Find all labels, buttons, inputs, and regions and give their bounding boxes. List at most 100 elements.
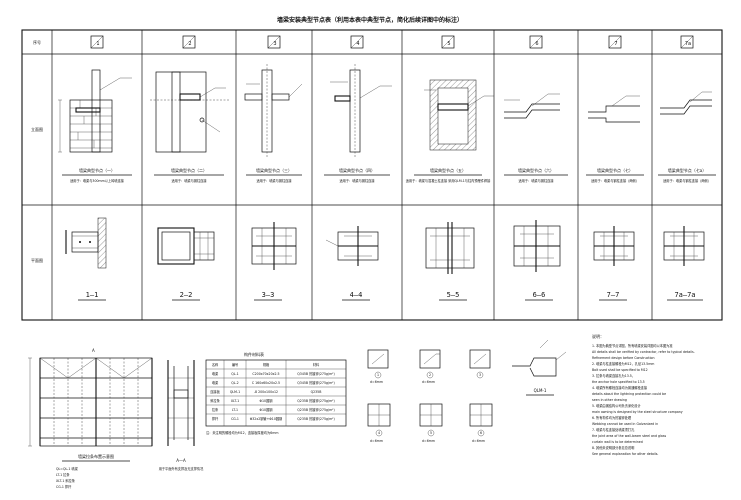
- column-number: 7: [614, 41, 617, 47]
- node-title: 墙梁典型节点（四）: [339, 167, 375, 173]
- layout-title: 墙梁拉条布置示意图: [78, 453, 114, 459]
- column-header-6: 6: [529, 35, 543, 49]
- header-cell: 编号: [232, 362, 238, 367]
- node-title: 墙梁典型节点（三）: [256, 167, 292, 173]
- label-a: A: [92, 348, 95, 353]
- cell: 拉条: [212, 407, 219, 412]
- elevation-node-4: [330, 64, 392, 158]
- cell: 撑杆: [212, 416, 219, 421]
- cell: XLT-1: [231, 399, 239, 403]
- column-number: 1: [96, 41, 99, 47]
- note-line: 6. 所有构件均为热镀锌处理: [592, 415, 632, 420]
- elevation-node-1: [58, 69, 132, 153]
- detail-dim: d=6mm: [422, 380, 435, 384]
- node-note: 适用于：墙梁与300mm以上砖墙连接: [70, 178, 125, 183]
- cell: C 160x60x20x2.5: [252, 381, 280, 385]
- node-note: 适用于：墙梁与钢柱连接: [171, 178, 207, 183]
- elevation-node-7: [588, 95, 640, 123]
- column-header-1: 1: [90, 35, 104, 49]
- column-number: 5: [447, 41, 450, 47]
- section-aa-caption: 用于平面外有支撑及无支撑情况: [159, 466, 204, 471]
- cell: Q345B 热镀锌(275g/m²): [297, 380, 334, 385]
- sheet-title: 墙梁安装典型节点表（利用本表中典型节点，简化后续详图中的标注）: [277, 16, 463, 24]
- node-title: 墙梁典型节点（二）: [171, 167, 207, 173]
- cell: QL-1: [231, 372, 238, 376]
- note-line: 7. 墙梁与柱连接处墙梁须打孔: [592, 427, 635, 432]
- cell: QLM-1: [230, 390, 240, 394]
- column-header-5: 5: [441, 35, 455, 49]
- elevation-captions: 墙梁典型节点（一） 适用于：墙梁与300mm以上砖墙连接 墙梁典型节点（二） 适…: [62, 167, 716, 183]
- detail-dim: d=6mm: [370, 380, 383, 384]
- small-details: 1 d=6mm 2 d=6mm 3 4 d=6mm 5: [367, 339, 567, 443]
- note-line: See general explanation for other detail…: [592, 452, 658, 456]
- section-label: 3—3: [262, 291, 275, 299]
- note-line: Bolt used shall be specified to M12: [592, 368, 648, 372]
- section-aa: A—A 用于平面外有支撑及无支撑情况: [159, 360, 204, 471]
- section-label: 7a—7a: [674, 291, 695, 299]
- member-table: 构件材料表 名称 编号 规格 材料 墙梁 QL-1 C200x70x20x2.5…: [205, 351, 347, 435]
- note-line: 3. 拉条与墙梁连接孔为13.5，: [592, 373, 635, 378]
- note-line: main awning is designed by the steel str…: [592, 410, 683, 414]
- detail-qlm: QLM-1: [512, 339, 567, 396]
- section-label: 4—4: [350, 291, 363, 299]
- member-table-title: 构件材料表: [244, 351, 264, 357]
- cell: -8 200x100x12: [254, 390, 278, 394]
- detail-6: 6 d=6mm: [469, 403, 493, 443]
- node-note: 适用于：墙梁与钢柱连接: [256, 178, 292, 183]
- column-header-7: 7: [608, 35, 622, 49]
- node-title: 墙梁典型节点（七a）: [668, 167, 706, 173]
- column-header-2: 2: [182, 35, 196, 49]
- section-label: 1—1: [86, 291, 99, 299]
- column-number: 3: [273, 41, 276, 47]
- detail-dim: d=6mm: [422, 439, 435, 443]
- layout-note: LT-1 拉条: [56, 472, 70, 477]
- layout-note: QL=QL-1 墙梁: [56, 466, 79, 471]
- detail-number: 6: [480, 431, 482, 435]
- elevation-node-6: [504, 93, 560, 119]
- detail-5: 5 d=6mm: [419, 403, 443, 443]
- note-line: curtain wall is to be determined: [592, 440, 643, 444]
- note-line: 4. 墙梁所有螺栓连接均为普通螺栓连接: [592, 385, 648, 390]
- cell: Φ10圆钢: [260, 398, 273, 403]
- elevation-node-5: [424, 79, 494, 151]
- plan-node-4: [325, 226, 379, 266]
- note-line: 2. 墙梁与柱连接螺栓为M12，孔径13.5mm: [592, 361, 654, 366]
- plan-node-3: [251, 222, 297, 270]
- qlm-label: QLM-1: [534, 388, 547, 393]
- node-title: 墙梁典型节点（六）: [518, 167, 554, 173]
- elevation-node-2: [150, 71, 230, 153]
- detail-number: 3: [479, 373, 481, 377]
- note-line: All details shall be verified by contrac…: [592, 350, 695, 354]
- detail-number: 2: [429, 373, 431, 377]
- row-header: 序号: [33, 39, 41, 45]
- plan-node-7a: [663, 226, 705, 266]
- section-label: 7—7: [607, 291, 620, 299]
- note-line: Refinement design before Construction: [592, 356, 655, 360]
- section-label: 5—5: [447, 291, 460, 299]
- cell: Q235B 热镀锌(275g/m²): [297, 398, 334, 403]
- node-title: 墙梁典型节点（七）: [597, 167, 633, 173]
- elevation-node-3: [244, 64, 303, 158]
- cell: 墙梁: [212, 371, 219, 376]
- section-label: 6—6: [533, 291, 546, 299]
- column-header-3: 3: [267, 35, 281, 49]
- notes-block: 说明： 1. 本图为典型节点详图，所有墙梁安装详图均以本图为准 All deta…: [592, 333, 695, 456]
- brace-layout-elevation: A 墙梁拉条布置示意图 QL=QL-1 墙梁 LT-1 拉条 XLT-1 斜拉条…: [28, 348, 153, 489]
- cell: CG-1: [231, 417, 239, 421]
- note-line: the joint area of the wall-beam steel an…: [592, 434, 667, 438]
- note-line: Webbing cannot be used in Galvanized in: [592, 422, 658, 426]
- node-title: 墙梁典型节点（五）: [430, 167, 466, 173]
- header-cell: 名称: [212, 362, 219, 367]
- node-title: 墙梁典型节点（一）: [79, 167, 115, 173]
- plan-node-6: [513, 220, 561, 272]
- detail-3: 3: [469, 349, 491, 379]
- header-cell: 规格: [263, 362, 270, 367]
- table-row: 撑杆 CG-1 Φ32x2钢管+Φ10圆钢 Q235B 热镀锌(275g/m²): [212, 416, 335, 421]
- table-row: 连接板 QLM-1 -8 200x100x12 Q235B: [210, 389, 321, 394]
- node-note: 适用于：墙梁与钢柱连接（两侧）: [663, 178, 711, 183]
- plan-node-5: [425, 222, 475, 274]
- plan-node-7: [593, 226, 635, 266]
- cell: Φ10圆钢: [260, 407, 273, 412]
- detail-number: 1: [377, 373, 379, 377]
